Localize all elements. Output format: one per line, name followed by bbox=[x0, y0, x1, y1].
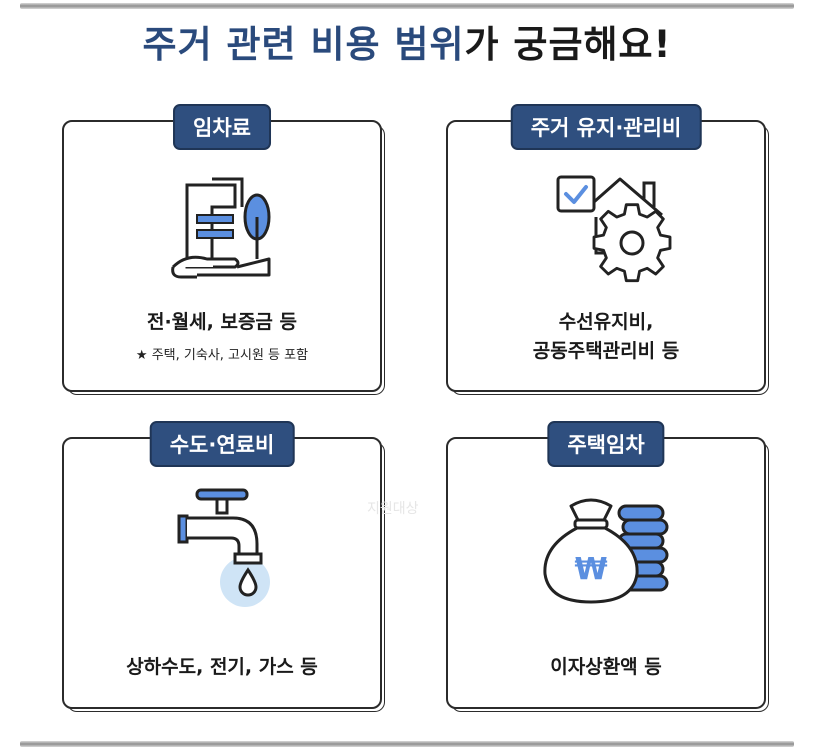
card-badge: 임차료 bbox=[173, 104, 271, 150]
card-badge: 주거 유지·관리비 bbox=[510, 104, 702, 150]
page-title: 주거 관련 비용 범위가 궁금해요! bbox=[0, 14, 814, 68]
building-hand-icon bbox=[64, 167, 380, 287]
bottom-rule bbox=[20, 741, 794, 747]
card-text: 전·월세, 보증금 등 bbox=[146, 311, 298, 333]
card-utilities: 수도·연료비 상하수도, 전기, 가스 등 bbox=[62, 421, 385, 712]
card-badge: 수도·연료비 bbox=[149, 421, 295, 467]
card-text: 상하수도, 전기, 가스 등 bbox=[126, 656, 318, 678]
top-rule bbox=[20, 3, 794, 9]
card-housing-lease: 주택임차 ₩ 이자상환액 등 bbox=[446, 421, 769, 712]
svg-text:₩: ₩ bbox=[574, 552, 607, 587]
card-text-line2: 공동주택관리비 등 bbox=[532, 340, 680, 362]
title-accent: 주거 관련 비용 범위 bbox=[142, 23, 465, 66]
card-rent: 임차료 전·월세, 보증금 등 ★ 주택, 기숙사, 고시원 등 포함 bbox=[62, 104, 385, 395]
watermark: 지원대상 bbox=[367, 501, 419, 517]
card-note: ★ 주택, 기숙사, 고시원 등 포함 bbox=[135, 348, 309, 363]
card-text: 이자상환액 등 bbox=[550, 656, 662, 678]
card-text-line1: 수선유지비, bbox=[558, 311, 654, 333]
money-bag-icon: ₩ bbox=[448, 484, 764, 604]
house-gear-icon bbox=[448, 167, 764, 287]
card-badge: 주택임차 bbox=[547, 421, 665, 467]
faucet-icon bbox=[64, 484, 380, 607]
card-maintenance: 주거 유지·관리비 수선유지비, 공동주택관리비 등 bbox=[446, 104, 769, 395]
title-rest: 가 궁금해요! bbox=[464, 23, 672, 66]
